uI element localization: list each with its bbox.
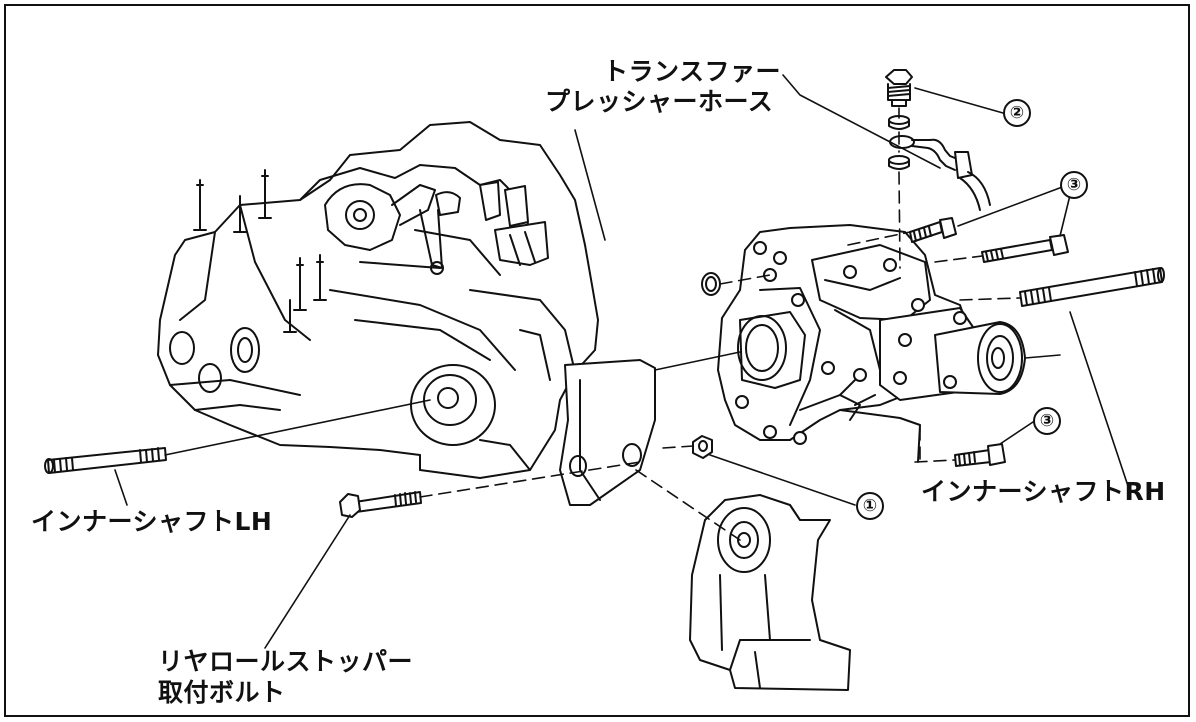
label-inner-shaft-rh: インナーシャフトRH	[921, 477, 1166, 506]
diagram-frame	[4, 4, 1190, 717]
inner-shaft-rh-part	[1019, 267, 1165, 307]
pressure-hose	[889, 135, 991, 211]
nut-1	[692, 435, 713, 459]
bolt-3-top-short	[909, 217, 957, 243]
rear-roll-stopper	[689, 494, 851, 691]
mount-bracket	[559, 359, 656, 506]
label-rear-roll-stopper-line2: 取付ボルト	[158, 678, 286, 707]
bolt-3-bottom	[954, 443, 1006, 467]
transfer-case	[717, 224, 1026, 463]
inner-shaft-lh-part	[44, 447, 167, 474]
transmission-case	[157, 121, 599, 479]
callout-3-bottom: ③	[1033, 407, 1061, 435]
label-transfer-hose-line2: プレッシャーホース	[545, 87, 774, 116]
callout-2: ②	[1003, 99, 1031, 127]
label-transfer-hose-line1: トランスファー	[603, 57, 782, 86]
label-rear-roll-stopper-line1: リヤロールストッパー	[158, 647, 414, 676]
guide-lines	[164, 351, 1061, 521]
assembly-lines	[419, 107, 1021, 541]
rear-roll-stopper-bolt	[339, 491, 422, 518]
bolt-3-top-long	[981, 234, 1069, 263]
label-inner-shaft-lh: インナーシャフトLH	[31, 507, 273, 536]
hose-union-bolt	[885, 69, 913, 107]
leader-lines	[114, 74, 1131, 649]
callout-1: ①	[856, 492, 884, 520]
callout-3-top: ③	[1060, 171, 1088, 199]
